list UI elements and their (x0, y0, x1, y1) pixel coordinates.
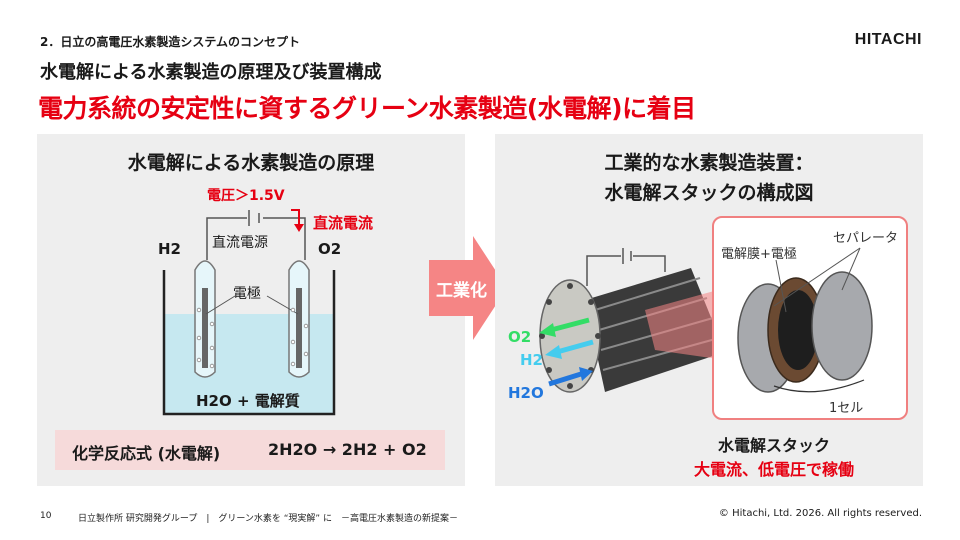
cell-label: 1セル (829, 401, 864, 416)
separator-leader-1 (841, 247, 861, 291)
slide-headline: 電力系統の安定性に資するグリーン水素製造(水電解)に着目 (38, 94, 696, 123)
wire-left (206, 217, 247, 260)
electrode-leader-left (205, 295, 236, 315)
current-arrowhead (294, 224, 304, 232)
stack-feature: 大電流、低電圧で稼働 (693, 460, 854, 479)
h2-arrow (556, 339, 594, 355)
end-plate-bolts (539, 283, 601, 389)
stack-title-line1: 工業的な水素製造装置： (604, 152, 814, 174)
h2-arrowhead (545, 345, 562, 359)
industrialization-arrow (429, 236, 507, 340)
separator-leader-2 (773, 247, 861, 307)
formula-label: 化学反応式 (水電解) (72, 444, 221, 463)
electrolyte-label: H2O + 電解質 (196, 392, 300, 410)
inset-beam (645, 288, 725, 360)
arrow-shape (429, 236, 507, 340)
cell-bracket (773, 379, 865, 393)
electrolysis-diagram (162, 209, 336, 416)
separator-back (811, 271, 873, 381)
stack-h2o-label: H2O (508, 384, 544, 402)
stack-name: 水電解スタック (717, 436, 830, 455)
membrane-core (778, 290, 818, 370)
electrode-label: 電極 (233, 286, 261, 302)
stack-wire-left (586, 255, 621, 286)
principle-panel (37, 134, 465, 486)
h2o-arrowhead (579, 367, 593, 381)
electrode-right (296, 288, 302, 368)
electrode-left (202, 288, 208, 368)
cell-illustration (737, 247, 873, 393)
power-source-label: 直流電源 (212, 235, 268, 251)
dc-current-label: 直流電流 (313, 214, 374, 232)
membrane-leader (775, 259, 787, 313)
arrow-label: 工業化 (436, 281, 487, 301)
section-label: 2．日立の高電圧水素製造システムのコンセプト (40, 35, 300, 49)
formula-box (55, 430, 445, 470)
stack-o2-label: O2 (508, 328, 532, 346)
wire-right (263, 217, 306, 260)
h2-label: H2 (158, 240, 181, 258)
voltage-label: 電圧＞1.5V (207, 188, 285, 204)
o2-label: O2 (318, 240, 342, 258)
h2o-arrow (548, 371, 582, 387)
stack-wire-right (633, 255, 666, 272)
o2-arrow (550, 317, 590, 333)
principle-title: 水電解による水素製造の原理 (127, 152, 375, 174)
separator-label: セパレータ (833, 231, 899, 246)
membrane-label: 電解膜+電極 (721, 247, 797, 262)
footer-text: 日立製作所 研究開発グループ | グリーン水素を “現実解” に －高電圧水素製… (78, 514, 458, 524)
stack-h2-label: H2 (520, 351, 543, 369)
slide-subtitle: 水電解による水素製造の原理及び装置構成 (40, 62, 382, 83)
stack-title-line2: 水電解スタックの構成図 (604, 182, 814, 204)
hitachi-logo: HITACHI (854, 31, 922, 48)
copyright: © Hitachi, Ltd. 2026. All rights reserve… (718, 508, 922, 519)
formula-equation: 2H2O → 2H2 + O2 (268, 440, 427, 459)
tank (162, 270, 336, 416)
bubbles (196, 307, 309, 369)
stack-illustration (539, 248, 725, 393)
o2-arrowhead (539, 323, 556, 337)
current-arrow (291, 209, 300, 226)
page-number: 10 (40, 511, 52, 521)
